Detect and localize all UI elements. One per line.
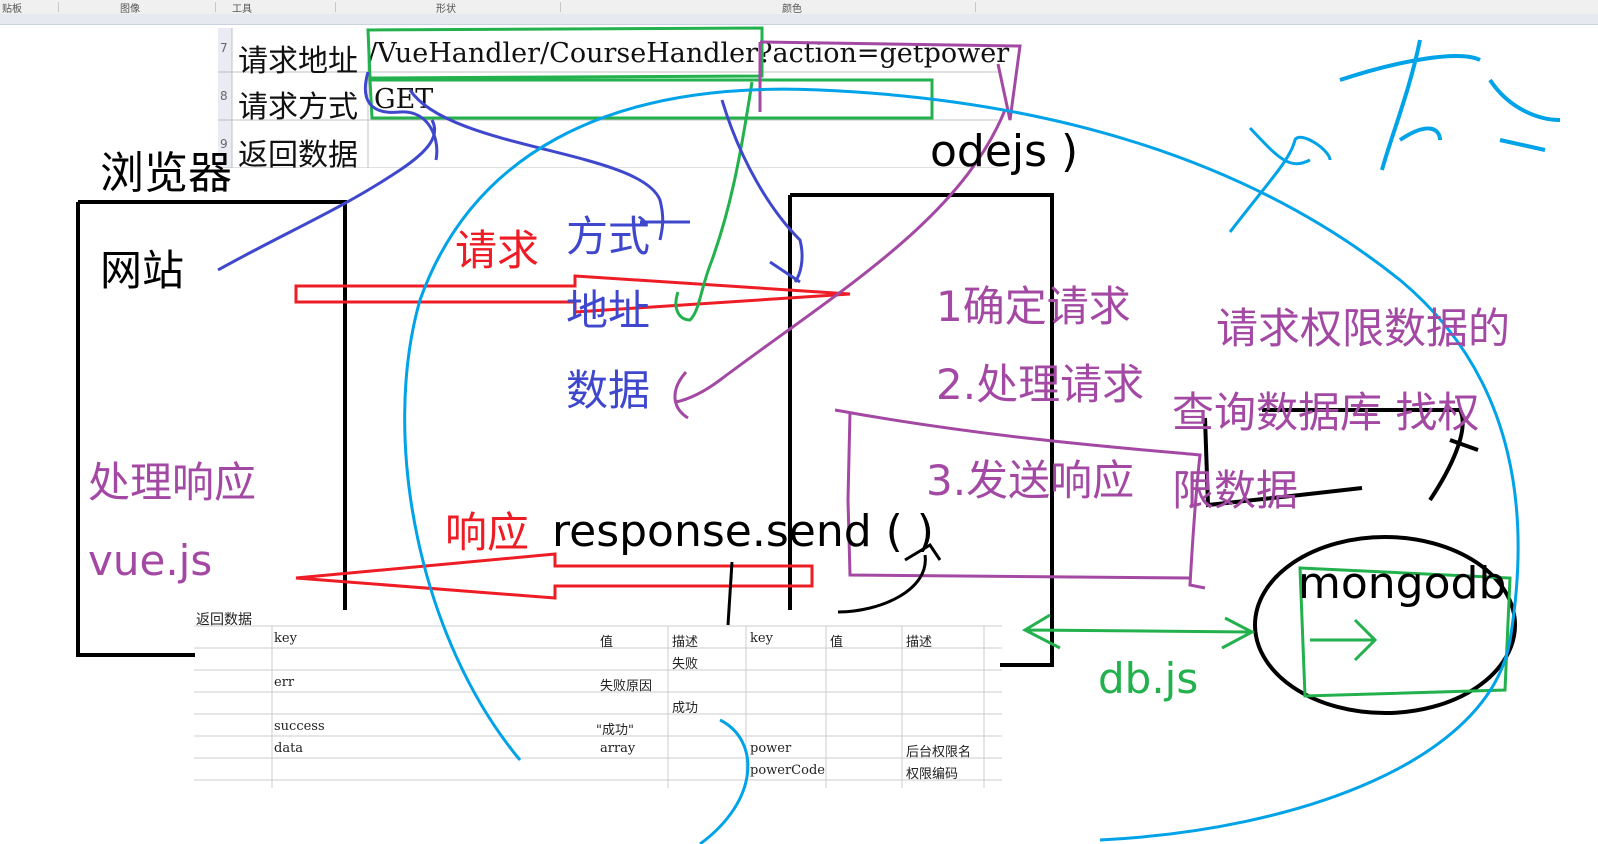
header-value-2: 值: [830, 635, 844, 650]
dbjs-label: db.js: [1098, 654, 1199, 703]
server-step-3: 3.发送响应: [926, 456, 1135, 505]
header-value: 值: [600, 635, 614, 650]
mongodb-label: mongodb: [1298, 558, 1507, 609]
black-connector: [1203, 417, 1363, 508]
mongodb-ellipse: [1253, 535, 1517, 715]
cell-desc-fail: 失败: [672, 657, 699, 672]
ribbon-group-image[interactable]: 图像: [120, 4, 140, 15]
permission-note-line3: 限数据: [1172, 466, 1299, 515]
svg-text:7: 7: [220, 41, 228, 55]
server-step-2: 2.处理请求: [936, 360, 1145, 409]
blue-scribble-topright: [1339, 39, 1561, 171]
cell-value-fail-reason: 失败原因: [600, 679, 653, 694]
permission-note-line2: 查询数据库 找权: [1172, 388, 1480, 437]
ribbon-group-clipboard[interactable]: 贴板: [2, 4, 22, 15]
label-request-url: 请求地址: [238, 44, 358, 79]
green-link-to-address: [674, 81, 754, 322]
server-step-1: 1确定请求: [936, 282, 1131, 331]
ribbon-bottom-edge: [0, 14, 1598, 25]
request-label: 请求: [455, 226, 540, 275]
blue-loop-method: [363, 71, 665, 241]
cell-key-success: success: [274, 719, 325, 734]
request-spec-table: 7 8 9 请求地址 /VueHandler/CourseHandler?act…: [218, 28, 1009, 173]
request-part-method: 方式: [566, 212, 651, 261]
value-request-method: GET: [374, 84, 434, 115]
request-arrow: [294, 274, 851, 314]
cell-value-success: "成功": [596, 723, 634, 738]
vuejs-label: vue.js: [88, 536, 213, 585]
request-table-grid: 7 8 9: [218, 28, 998, 168]
label-request-method: 请求方式: [238, 90, 358, 125]
mongodb-green-arrow: [1310, 618, 1378, 662]
response-label: 响应: [445, 508, 530, 557]
cyan-big-loop: [403, 87, 1520, 844]
permission-note-line1: 请求权限数据的: [1216, 304, 1511, 353]
black-query-arrow: [1262, 408, 1479, 502]
response-arrow: [295, 552, 814, 600]
browser-title: 浏览器: [100, 148, 232, 199]
blue-link-website: [217, 119, 437, 272]
dbjs-double-arrow: [1021, 613, 1256, 650]
ribbon-group-colors[interactable]: 颜色: [782, 4, 802, 15]
website-label: 网站: [100, 246, 185, 295]
purple-return-line: [846, 411, 1191, 580]
header-key: key: [274, 631, 297, 646]
cell-key-powercode: powerCode: [750, 763, 825, 778]
blue-link-server: [720, 99, 804, 284]
black-tick: [726, 561, 734, 626]
request-part-address: 地址: [566, 286, 651, 335]
server-box: [788, 193, 1054, 667]
green-highlight-method: [368, 78, 934, 120]
cell-key-data: data: [274, 741, 304, 756]
request-part-data: 数据: [566, 366, 651, 415]
label-return-data: 返回数据: [238, 138, 358, 173]
response-table-title: 返回数据: [196, 612, 252, 628]
mongodb-green-box: [1298, 566, 1512, 698]
response-table-grid: [194, 625, 1002, 788]
cell-desc-power-code: 权限编码: [906, 767, 959, 782]
svg-text:8: 8: [220, 89, 228, 103]
green-highlight-url: [366, 26, 764, 80]
black-send-arrow: [837, 542, 942, 614]
purple-step-line: [834, 408, 1206, 590]
handle-response-label: 处理响应: [88, 458, 257, 507]
header-key-2: key: [750, 631, 773, 646]
ribbon-group-shapes[interactable]: 形状: [436, 4, 456, 15]
response-send-label: response.send ( ): [552, 506, 934, 557]
cell-desc-success: 成功: [672, 701, 699, 716]
svg-text:9: 9: [220, 137, 228, 151]
response-spec-table: 返回数据 key 值 描述 key 值 描述 失败 err 失败原因 成功 su…: [194, 608, 1002, 788]
header-desc: 描述: [672, 635, 699, 650]
cell-desc-power-name: 后台权限名: [906, 745, 972, 760]
server-title: odejs ): [930, 126, 1079, 177]
cell-key-power: power: [750, 741, 792, 756]
purple-bracket-action: [758, 40, 1022, 121]
cell-value-array: array: [600, 741, 636, 756]
purple-arrow-to-data: [673, 109, 1007, 420]
header-desc-2: 描述: [906, 635, 933, 650]
cell-key-err: err: [274, 675, 295, 690]
ribbon-group-tools[interactable]: 工具: [232, 4, 252, 15]
blue-mark-right: [1228, 126, 1332, 233]
